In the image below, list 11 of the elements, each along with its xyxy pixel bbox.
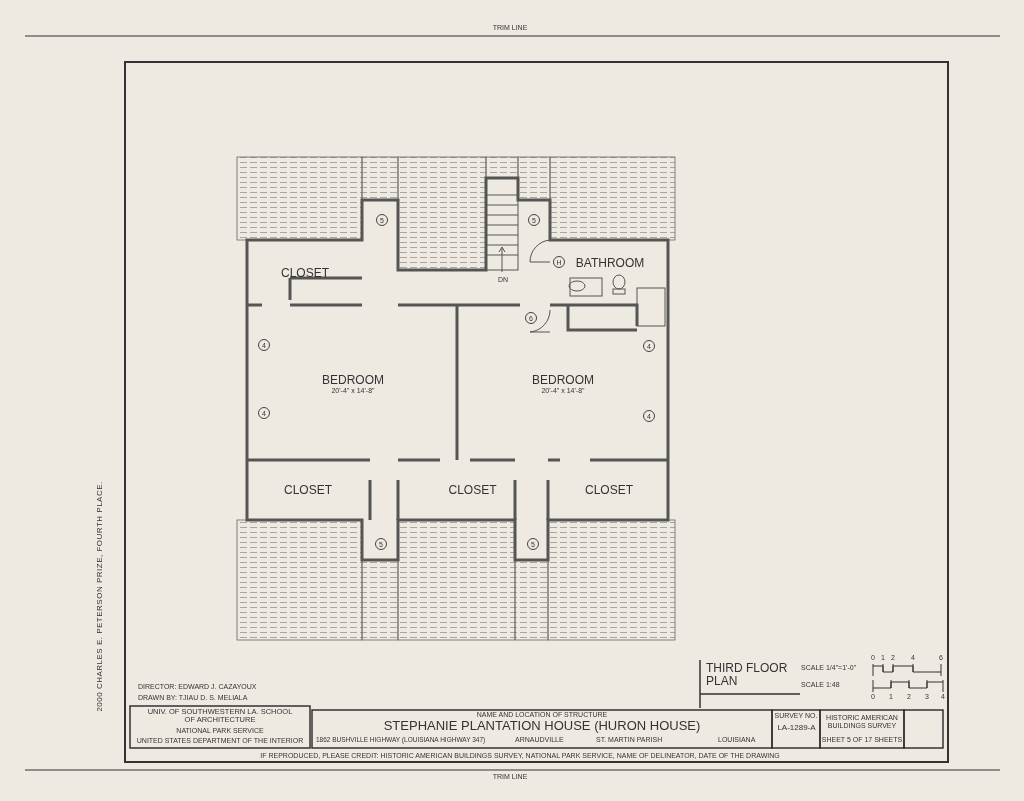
room-name: CLOSET xyxy=(448,483,497,497)
room-name: CLOSET xyxy=(284,483,332,497)
room-name: CLOSET xyxy=(585,483,633,497)
drawing-title: THIRD FLOOR PLAN xyxy=(706,662,789,689)
prize-note: 2000 CHARLES E. PETERSON PRIZE, FOURTH PLACE. xyxy=(95,480,105,714)
room-name: BEDROOM xyxy=(322,372,384,387)
room-name: BEDROOM xyxy=(532,372,594,387)
survey-number: LA-1289-A xyxy=(776,724,817,733)
structure-name: STEPHANIE PLANTATION HOUSE (HURON HOUSE) xyxy=(382,719,702,734)
room-name: BATHROOM xyxy=(575,256,645,270)
room-name: CLOSET xyxy=(281,266,329,280)
